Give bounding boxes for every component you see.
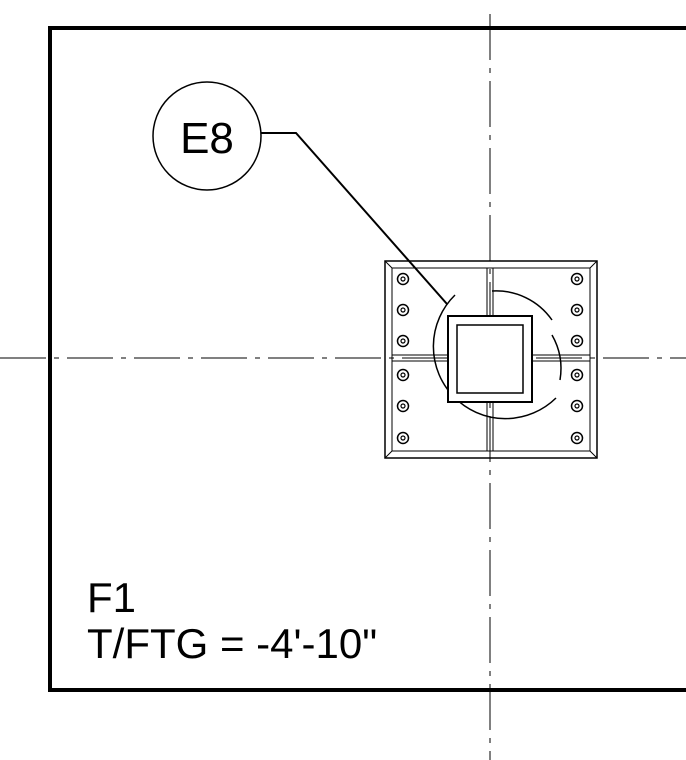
anchor-bolt (396, 272, 410, 286)
anchor-bolt (396, 303, 410, 317)
anchor-bolt (396, 399, 410, 413)
anchor-bolt (396, 431, 410, 445)
anchor-bolt (570, 431, 584, 445)
callout-leader (261, 132, 448, 305)
anchor-bolt (396, 334, 410, 348)
steel-column (447, 315, 533, 403)
anchor-bolt (570, 368, 584, 382)
anchor-bolt (570, 399, 584, 413)
anchor-circle-inner (491, 290, 553, 321)
anchor-bolt (570, 334, 584, 348)
callout-tag: E8 (180, 114, 234, 163)
footing-mark: F1 (87, 574, 136, 621)
anchor-circle-inner-2 (551, 334, 562, 381)
anchor-bolt (396, 368, 410, 382)
anchor-bolt (570, 272, 584, 286)
footing-elevation: T/FTG = -4'-10" (87, 620, 377, 667)
anchor-bolts (396, 272, 584, 445)
footing-outline (48, 26, 686, 692)
anchor-bolt (570, 303, 584, 317)
callout-bubble (152, 81, 262, 191)
